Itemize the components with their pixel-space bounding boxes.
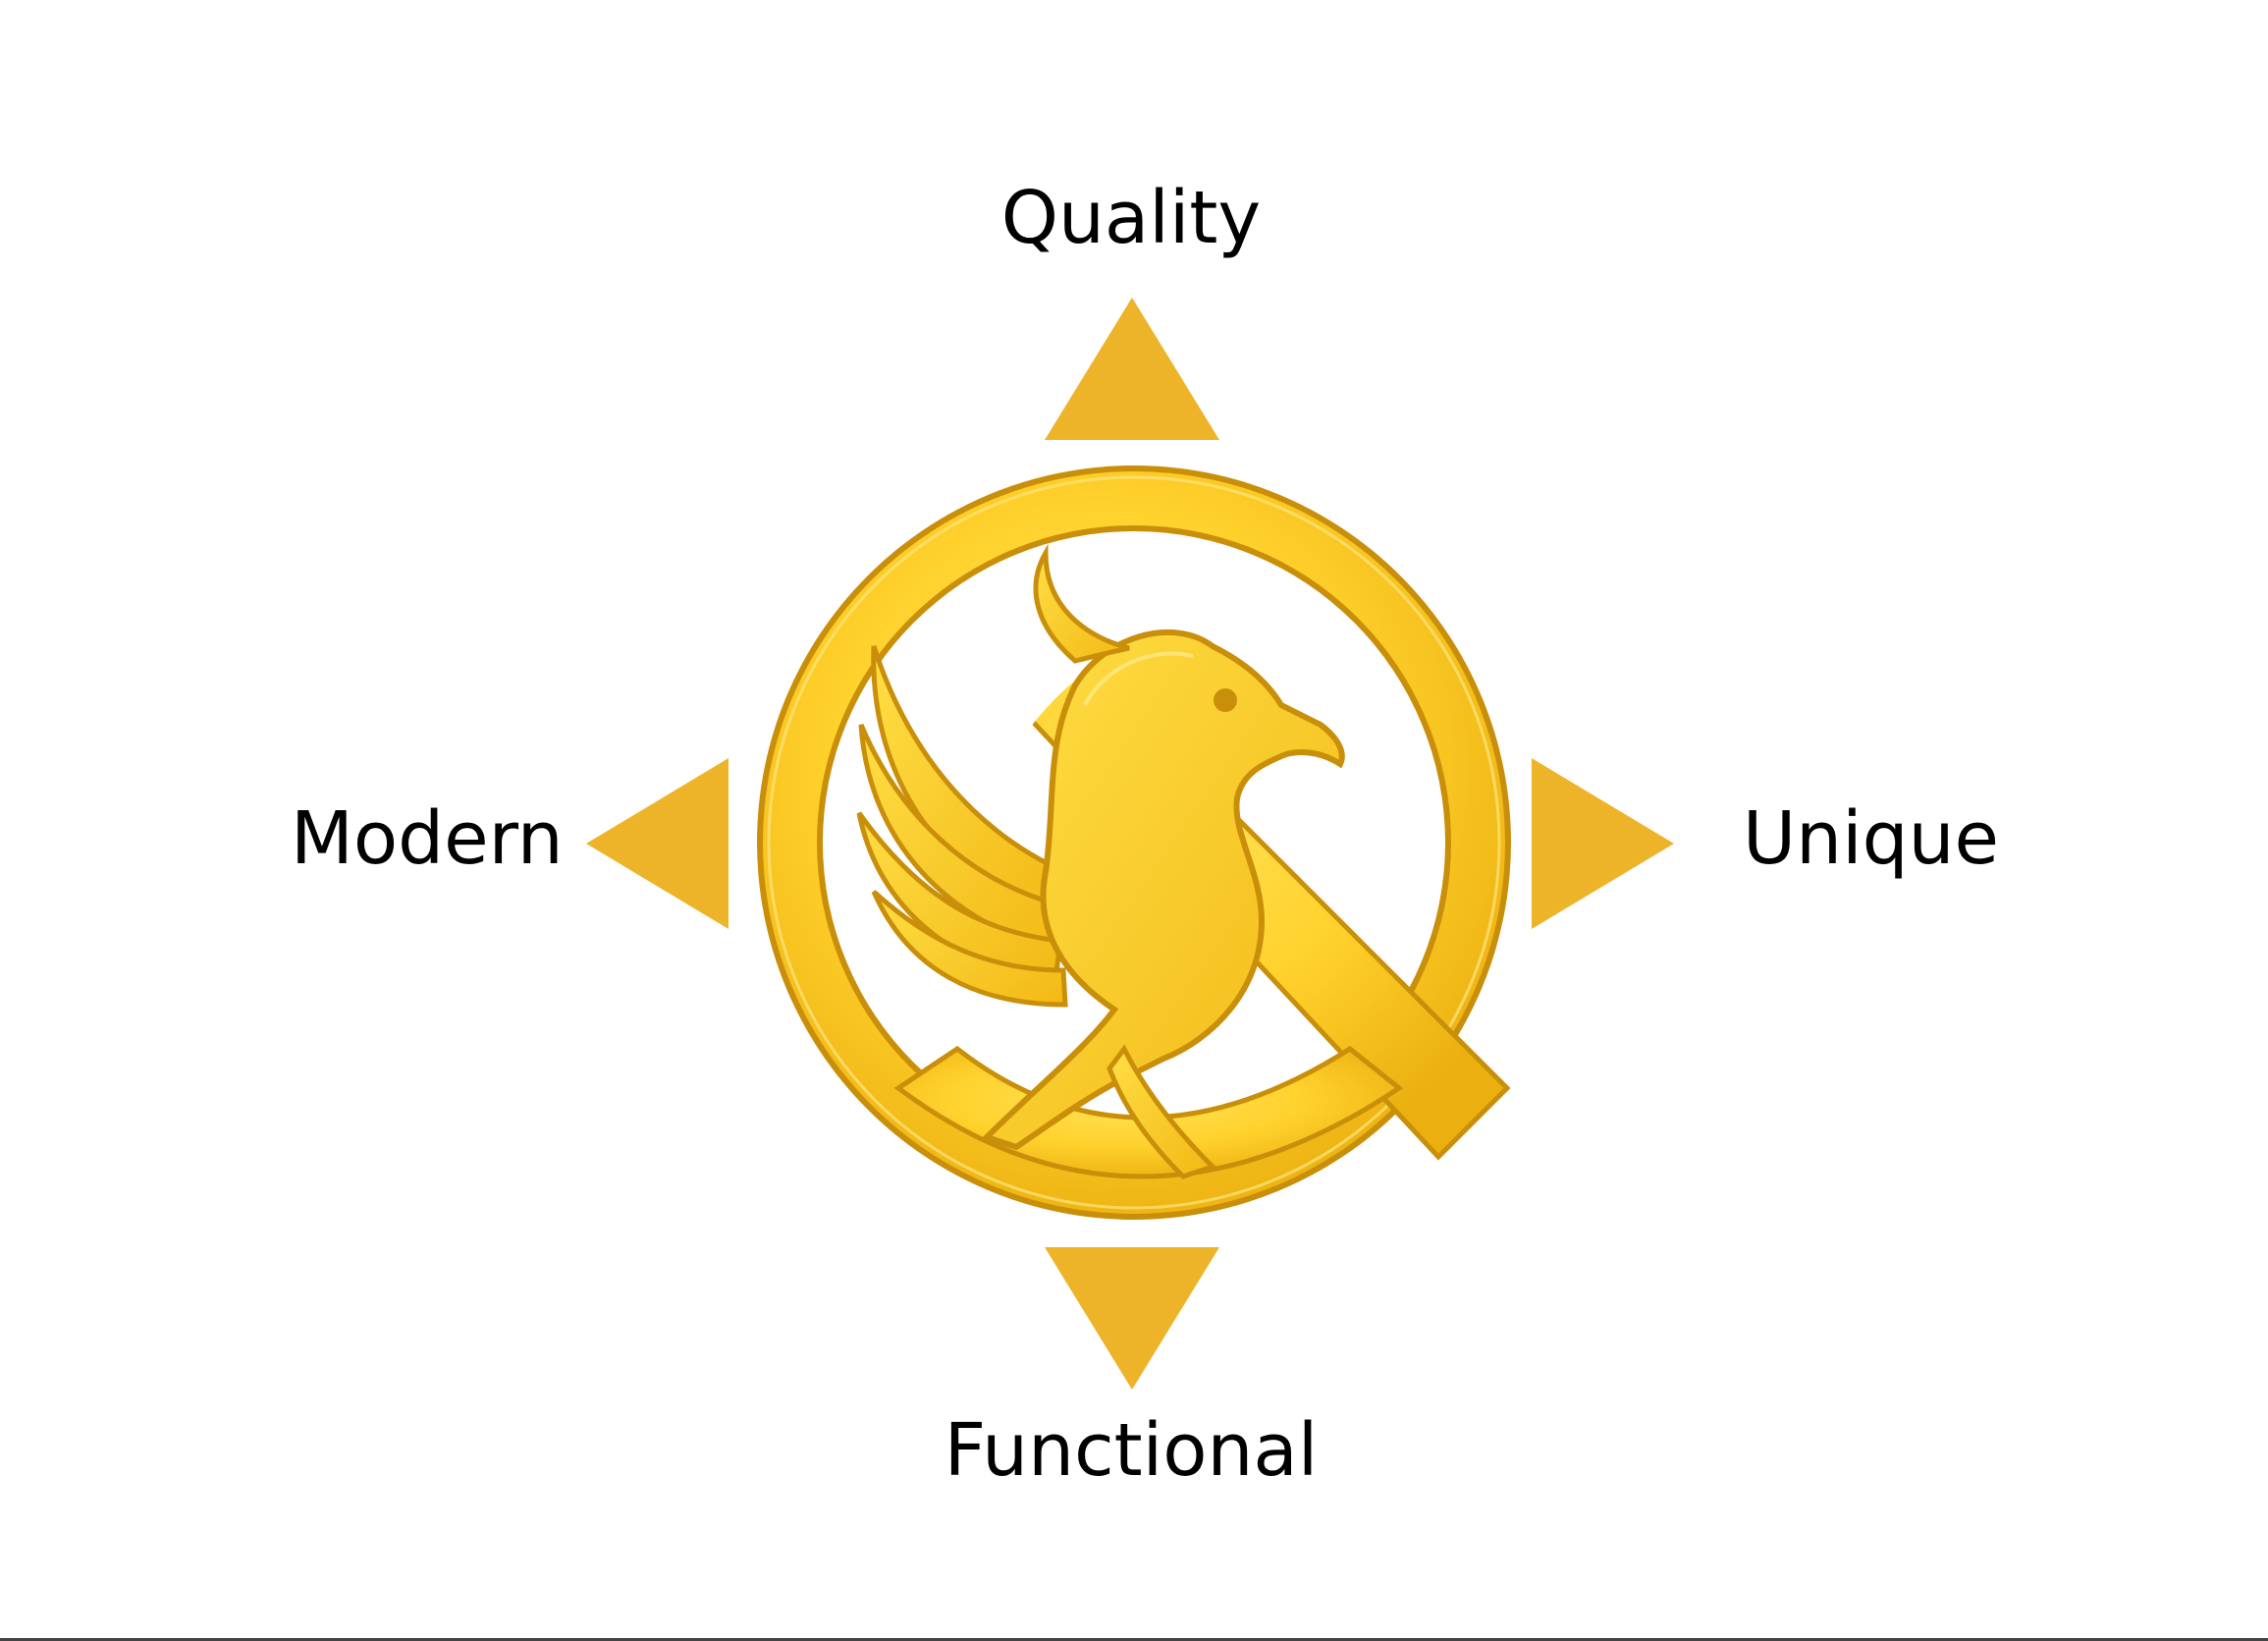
arrow-left-icon: [586, 758, 729, 929]
arrow-up-icon: [1045, 298, 1219, 440]
label-modern: Modern: [291, 796, 564, 881]
bottom-divider: [0, 1638, 2268, 1641]
phoenix-bird-icon: [757, 465, 1511, 1220]
arrow-right-icon: [1532, 758, 1674, 929]
label-quality: Quality: [1000, 176, 1262, 260]
arrow-down-icon: [1045, 1247, 1219, 1390]
label-unique: Unique: [1743, 796, 2000, 881]
label-functional: Functional: [944, 1408, 1319, 1493]
